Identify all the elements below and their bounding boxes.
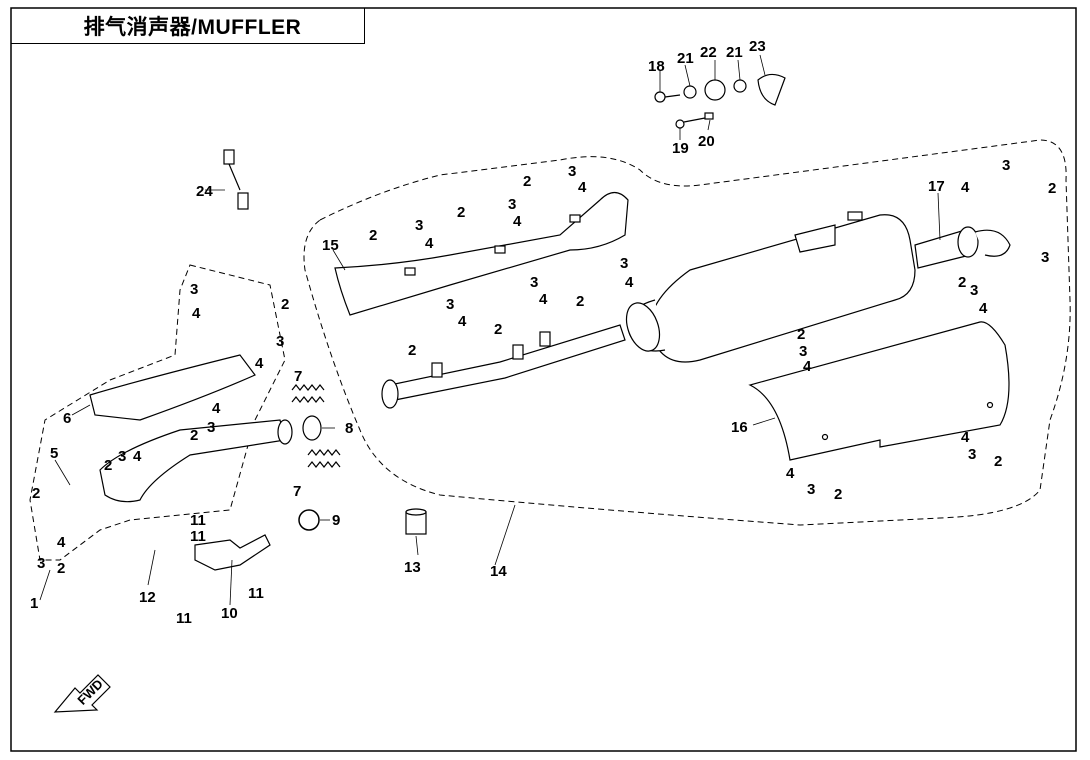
spring-7-upper <box>291 384 325 403</box>
part-label-2d: 2 <box>281 296 289 313</box>
part-label-2l: 2 <box>1048 180 1056 197</box>
part-label-2k: 2 <box>408 342 416 359</box>
part-label-3k: 3 <box>446 296 454 313</box>
part-label-13: 13 <box>404 559 421 576</box>
muffler-body <box>625 211 916 363</box>
part-label-4n: 4 <box>803 358 812 375</box>
part-label-16: 16 <box>731 419 748 436</box>
part-label-2p: 2 <box>834 486 842 503</box>
part-label-11d: 11 <box>248 585 264 602</box>
part-label-19: 19 <box>672 140 689 157</box>
part-label-4b: 4 <box>133 448 142 465</box>
part-label-4d: 4 <box>255 355 264 372</box>
part-label-4o: 4 <box>961 429 970 446</box>
part-label-3c: 3 <box>190 281 198 298</box>
outer-border <box>10 7 1077 752</box>
assembly-1-boundary <box>29 264 286 561</box>
part-label-4m: 4 <box>979 300 988 317</box>
leader-lines <box>39 54 941 606</box>
diagram-title: 排气消声器/MUFFLER <box>11 8 365 44</box>
part-label-15: 15 <box>322 237 339 254</box>
part-label-24: 24 <box>196 183 213 200</box>
seal-ring-9 <box>298 509 320 531</box>
part-label-22: 22 <box>700 44 717 61</box>
bracket-10 <box>194 534 271 571</box>
rubber-mount-13 <box>405 508 427 535</box>
heat-shield-15 <box>334 191 629 316</box>
part-label-17: 17 <box>928 178 945 195</box>
part-label-4j: 4 <box>539 291 548 308</box>
part-label-2j: 2 <box>494 321 502 338</box>
header-pipe-1 <box>89 354 293 503</box>
part-label-11b: 11 <box>190 528 206 545</box>
part-label-3p: 3 <box>968 446 976 463</box>
part-label-3q: 3 <box>807 481 815 498</box>
mount-hardware-18-23 <box>654 73 786 129</box>
part-label-4h: 4 <box>578 179 587 196</box>
part-label-20: 20 <box>698 133 715 150</box>
part-label-8: 8 <box>345 420 353 437</box>
part-label-2a: 2 <box>32 485 40 502</box>
part-label-6: 6 <box>63 410 71 427</box>
part-label-2o: 2 <box>994 453 1002 470</box>
part-label-3a: 3 <box>37 555 45 572</box>
mid-pipe <box>381 324 626 409</box>
part-label-4f: 4 <box>425 235 434 252</box>
part-label-14: 14 <box>490 563 507 580</box>
part-label-4c: 4 <box>192 305 201 322</box>
part-label-2b: 2 <box>57 560 65 577</box>
part-label-4a: 4 <box>57 534 66 551</box>
part-label-3o: 3 <box>799 343 807 360</box>
part-label-3h: 3 <box>568 163 576 180</box>
part-label-3i: 3 <box>620 255 628 272</box>
assembly-14-boundary <box>303 139 1071 526</box>
part-label-3f: 3 <box>415 217 423 234</box>
part-label-1: 1 <box>30 595 38 612</box>
part-label-9: 9 <box>332 512 340 529</box>
tailpipe-17 <box>914 226 1011 269</box>
part-label-21b: 21 <box>726 44 743 61</box>
part-label-3m: 3 <box>1041 249 1049 266</box>
part-label-21a: 21 <box>677 50 694 67</box>
part-label-2i: 2 <box>576 293 584 310</box>
part-label-3g: 3 <box>508 196 516 213</box>
part-label-4g: 4 <box>513 213 522 230</box>
part-label-2g: 2 <box>457 204 465 221</box>
part-label-4l: 4 <box>961 179 970 196</box>
part-label-11a: 11 <box>190 512 206 529</box>
part-label-3d: 3 <box>276 333 284 350</box>
part-label-7a: 7 <box>294 368 302 385</box>
oxygen-sensor-24 <box>223 149 249 210</box>
part-label-18: 18 <box>648 58 665 75</box>
spring-7-lower <box>307 449 341 468</box>
part-label-2h: 2 <box>523 173 531 190</box>
part-label-2m: 2 <box>958 274 966 291</box>
heat-shield-16 <box>748 321 1010 461</box>
part-label-2e: 2 <box>190 427 198 444</box>
part-label-2n: 2 <box>797 326 805 343</box>
part-label-4p: 4 <box>786 465 795 482</box>
part-label-3l: 3 <box>1002 157 1010 174</box>
part-label-3n: 3 <box>970 282 978 299</box>
part-label-10: 10 <box>221 605 238 622</box>
part-label-4i: 4 <box>625 274 634 291</box>
part-label-3b: 3 <box>118 448 126 465</box>
part-label-5: 5 <box>50 445 58 462</box>
part-label-4e: 4 <box>212 400 221 417</box>
part-label-2c: 2 <box>104 457 112 474</box>
forward-direction-arrow: FWD <box>53 674 111 713</box>
part-label-4k: 4 <box>458 313 467 330</box>
part-label-23: 23 <box>749 38 766 55</box>
part-label-3e: 3 <box>207 419 215 436</box>
part-label-11c: 11 <box>176 610 192 627</box>
part-label-12: 12 <box>139 589 156 606</box>
part-label-2f: 2 <box>369 227 377 244</box>
part-label-3j: 3 <box>530 274 538 291</box>
part-label-7b: 7 <box>293 483 301 500</box>
gasket-8 <box>302 415 322 441</box>
